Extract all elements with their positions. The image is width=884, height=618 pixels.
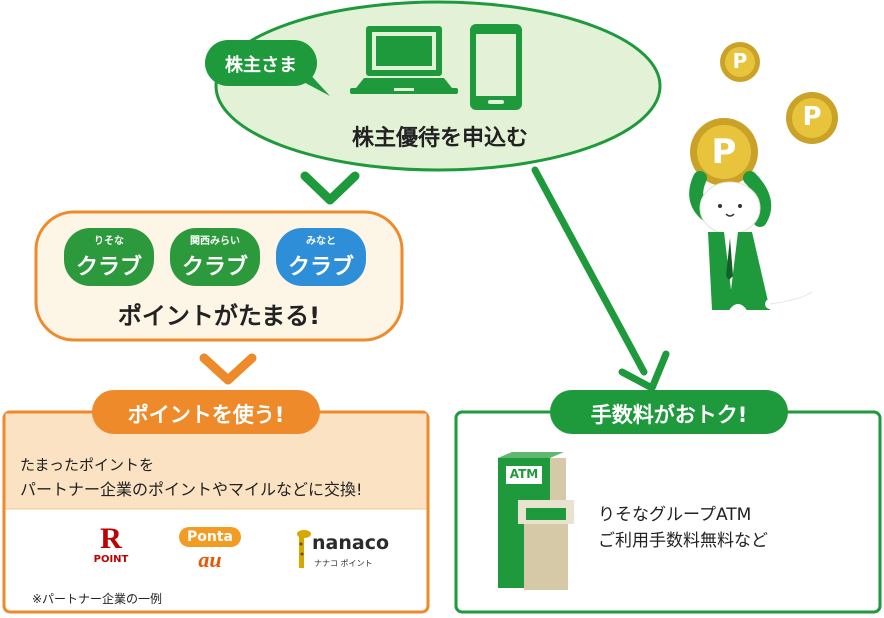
atm-label: ATM xyxy=(509,467,539,481)
club-resona-small: りそな xyxy=(94,236,124,247)
arrow-to-fee xyxy=(531,166,670,392)
club-badge-kansai-mirai xyxy=(170,228,260,286)
speech-bubble xyxy=(205,40,317,86)
partner-note: ※パートナー企業の一例 xyxy=(32,592,163,606)
use-box-title: ポイントを使う! xyxy=(127,403,285,427)
coin-1-label: P xyxy=(732,49,748,73)
points-caption: ポイントがたまる! xyxy=(117,302,321,330)
use-box-line1: たまったポイントを xyxy=(20,456,154,474)
atm-icon xyxy=(498,452,574,590)
coin-3 xyxy=(690,118,758,186)
nanaco-text: nanaco xyxy=(312,532,390,554)
fee-box-title: 手数料がおトク! xyxy=(590,403,748,427)
use-box-line2: パートナー企業のポイントやマイルなどに交換! xyxy=(20,480,363,499)
club-minato: みなと クラブ xyxy=(276,232,366,281)
laptop-icon xyxy=(350,26,458,94)
arrow-to-use xyxy=(199,353,257,385)
club-minato-big: クラブ xyxy=(287,255,354,280)
cat-mascot xyxy=(689,171,817,360)
ponta-text: Ponta xyxy=(179,527,241,547)
club-kansai-mirai-small: 関西みらい xyxy=(190,236,240,247)
ponta-au-logo: Ponta au xyxy=(172,526,248,571)
fee-box-line1: りそなグループATM xyxy=(598,505,752,525)
club-resona: りそな クラブ xyxy=(64,232,154,281)
use-box-title-pill xyxy=(92,390,320,434)
au-text: au xyxy=(198,547,222,572)
nanaco-kana: ナナコ ポイント xyxy=(314,559,373,568)
club-kansai-mirai-big: クラブ xyxy=(181,255,248,280)
club-minato-small: みなと xyxy=(306,236,336,247)
rakuten-r: R xyxy=(100,522,122,555)
coin-2-label: P xyxy=(802,102,822,132)
club-badge-minato xyxy=(276,228,366,286)
giraffe-icon xyxy=(297,530,311,568)
club-kansai-mirai: 関西みらい クラブ xyxy=(170,232,260,281)
apply-benefit-label: 株主優待を申込む xyxy=(351,126,528,151)
rakuten-point-logo: R POINT xyxy=(86,522,136,566)
smartphone-icon xyxy=(470,24,522,110)
coin-3-label: P xyxy=(711,132,737,172)
fee-box-title-pill xyxy=(550,390,788,434)
rakuten-point: POINT xyxy=(93,554,129,565)
arrow-to-points xyxy=(300,171,360,205)
bubble-label: 株主さま xyxy=(225,55,297,76)
coin-1 xyxy=(720,42,760,82)
club-badge-resona xyxy=(64,228,154,286)
club-resona-big: クラブ xyxy=(75,255,142,280)
coin-2 xyxy=(786,92,838,144)
fee-box-line2: ご利用手数料無料など xyxy=(598,531,768,551)
